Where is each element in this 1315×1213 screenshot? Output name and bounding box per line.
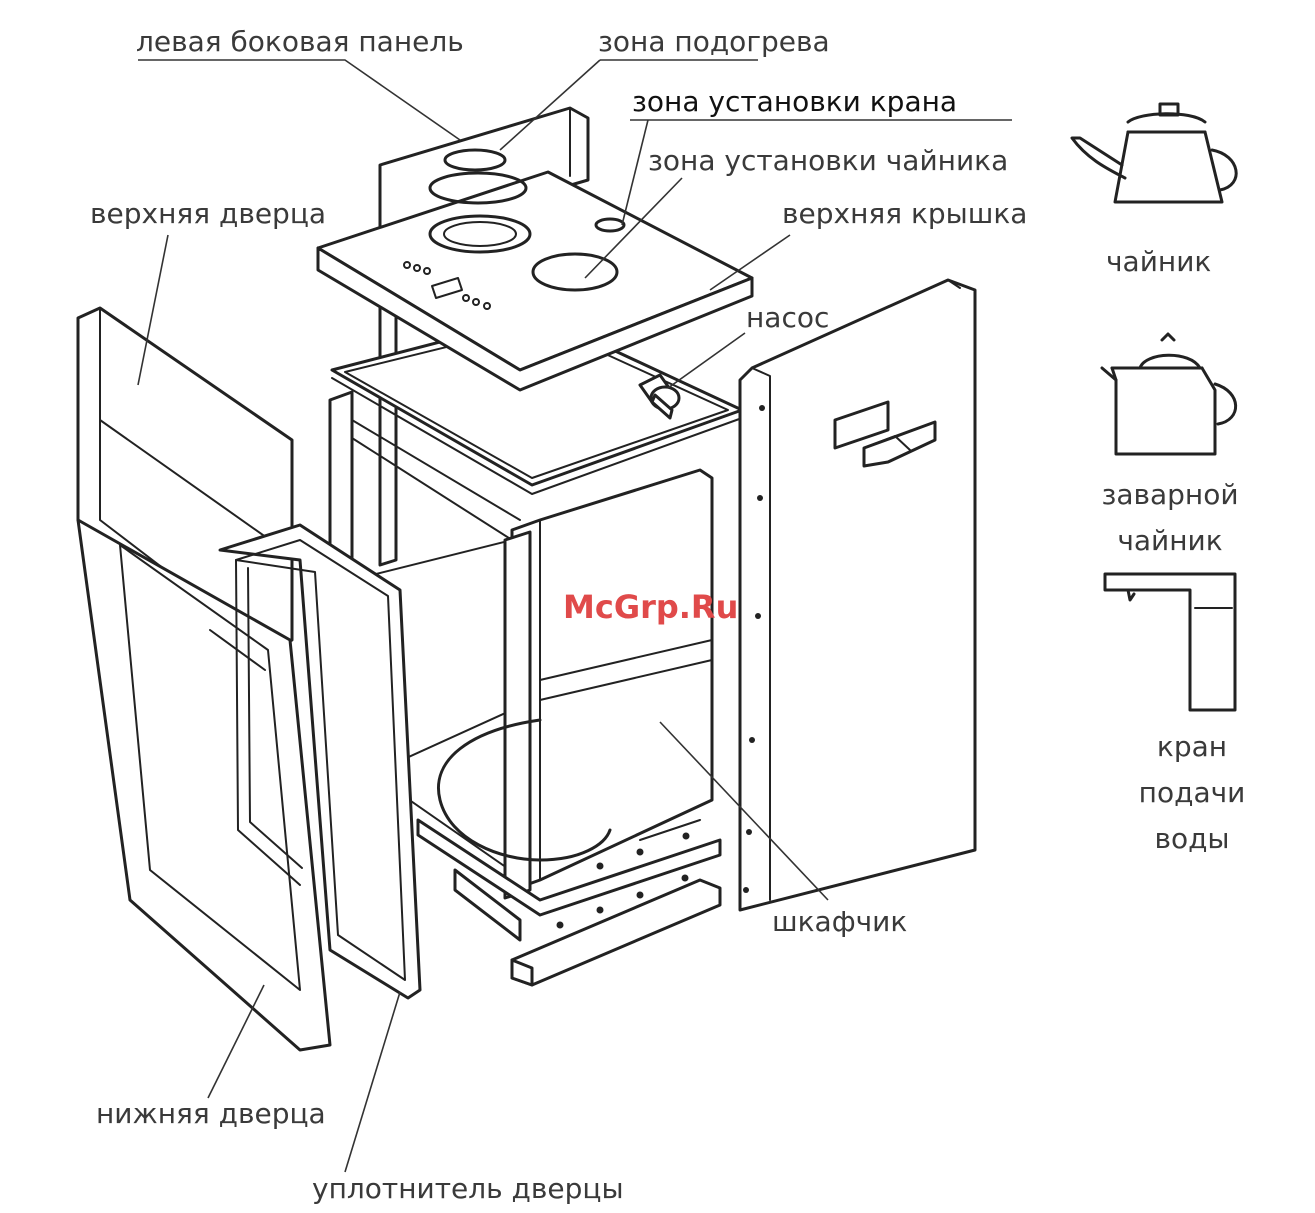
- label-pump: насос: [746, 304, 829, 332]
- legend-kettle-label: чайник: [1106, 248, 1211, 276]
- brew-kettle-icon: [1102, 334, 1236, 454]
- label-left-side-panel: левая боковая панель: [136, 28, 464, 56]
- right-side-panel: [740, 280, 975, 910]
- legend-brew-kettle-line1: заварной: [1101, 478, 1238, 511]
- legend-brew-kettle-line2: чайник: [1117, 524, 1222, 557]
- label-top-cover: верхняя крышка: [782, 200, 1027, 228]
- label-upper-door: верхняя дверца: [90, 200, 326, 228]
- label-cabinet: шкафчик: [772, 908, 907, 936]
- watermark: McGrp.Ru: [563, 588, 738, 626]
- kettle-icon: [1072, 104, 1236, 202]
- water-tap-icon: [1105, 574, 1235, 710]
- legend-brew-kettle-label: заварной чайник: [1070, 472, 1270, 564]
- label-kettle-zone: зона установки чайника: [648, 147, 1008, 175]
- legend-tap-line2: подачи: [1139, 776, 1246, 809]
- label-door-seal: уплотнитель дверцы: [312, 1175, 624, 1203]
- label-tap-zone: зона установки крана: [632, 88, 957, 116]
- legend-tap-line1: кран: [1157, 730, 1227, 763]
- label-lower-door: нижняя дверца: [96, 1100, 326, 1128]
- label-heating-zone: зона подогрева: [598, 28, 830, 56]
- legend-tap-line3: воды: [1154, 822, 1229, 855]
- legend-tap-label: кран подачи воды: [1092, 724, 1292, 862]
